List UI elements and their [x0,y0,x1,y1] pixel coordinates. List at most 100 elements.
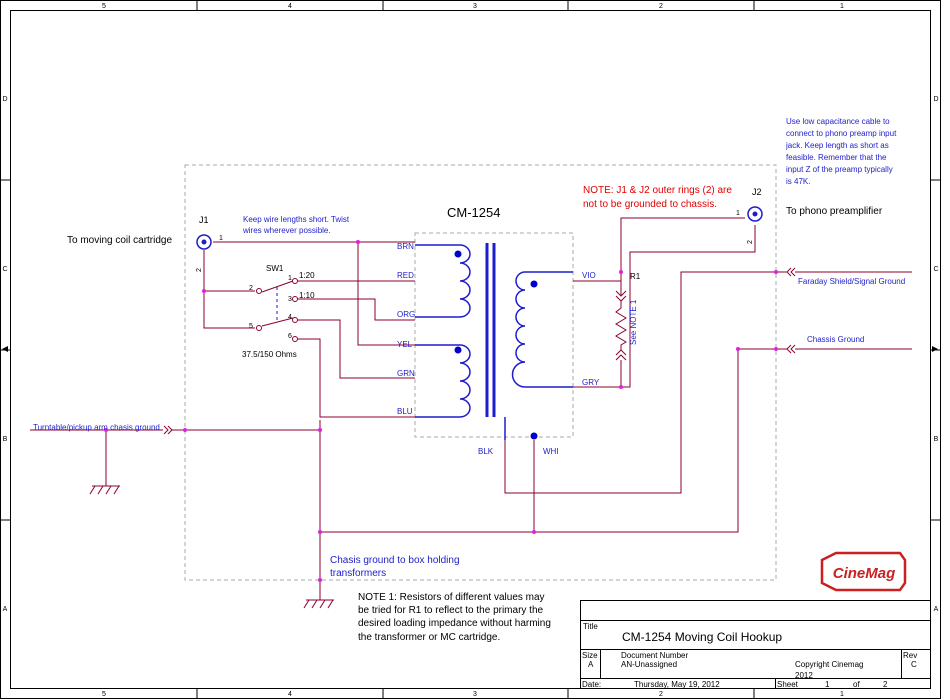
label-j1-pin1: 1 [219,235,223,242]
tb-size-label: Size [582,651,598,660]
junction [736,347,740,351]
tb-sheet: 1 [825,680,830,689]
title-block [580,600,931,689]
label-to-cartridge: To moving coil cartridge [67,235,172,246]
note-red-line-1: NOTE: J1 & J2 outer rings (2) are [583,185,732,196]
frame-row-a-right: A [934,606,939,613]
wire-yel: YEL [397,340,413,349]
tb-size: A [588,660,594,669]
cinemag-logo: CineMag [820,551,907,592]
label-see-note: See NOTE 1 [629,299,638,345]
wire-org: ORG [397,310,415,319]
junction [619,270,623,274]
frame-col-5-bottom: 5 [102,691,106,698]
note-cable-line-6: is 47K. [786,177,810,186]
wire-vio: VIO [582,271,596,280]
label-j2: J2 [752,187,762,197]
frame-col-4: 4 [288,3,292,10]
label-chasis-box-1: Chasis ground to box holding [330,555,460,566]
phase-dot-secondary [530,280,538,288]
label-sw1: SW1 [266,264,284,273]
junction [619,385,623,389]
phase-dot-primary-1 [454,250,462,258]
sw-pin-1: 1 [288,275,292,282]
sw-pin-3: 3 [288,296,292,303]
note-red-line-2: not to be grounded to chassis. [583,199,717,210]
label-j1: J1 [199,215,209,225]
note-cable-line-5: input Z of the preamp typically [786,165,893,174]
note-keep-line-1: Keep wire lengths short. Twist [243,215,350,224]
tb-date: Thursday, May 19, 2012 [634,680,720,689]
frame-col-5: 5 [102,3,106,10]
frame-col-4-bottom: 4 [288,691,292,698]
label-ratio-10: 1:10 [299,291,315,300]
wire-grn: GRN [397,369,415,378]
tb-sheet-label: Sheet [777,680,799,689]
label-j1-pin2: 2 [196,268,203,272]
junction [318,530,322,534]
note1-line-3: desired loading impedance without harmin… [358,618,551,629]
frame-row-c: C [2,266,7,273]
frame-row-d-right: D [933,96,938,103]
sw-pin-6: 6 [288,333,292,340]
sw-pin-5: 5 [249,323,253,330]
label-faraday: Faraday Shield/Signal Ground [798,277,905,286]
frame-col-2: 2 [659,3,663,10]
tb-copyright-2: 2012 [795,671,813,680]
frame-row-a: A [3,606,8,613]
tb-title: CM-1254 Moving Coil Hookup [622,630,782,644]
wire-whi: WHI [543,447,559,456]
transformer-outline [414,232,574,438]
tb-docnum-label: Document Number [621,651,688,660]
tb-date-label: Date: [582,680,601,689]
tb-of-label: of [853,680,860,689]
tb-docnum: AN-Unassigned [621,660,677,669]
wire-blu: BLU [397,407,413,416]
label-j2-pin2: 2 [747,240,754,244]
wire-blk: BLK [478,447,494,456]
offpage-flags [163,267,796,435]
box-outline [184,164,777,581]
ground-symbol-turntable [89,485,120,495]
label-chasis-box-2: transformers [330,568,386,579]
phase-dot-whi [530,432,538,440]
wire-red: RED [397,271,414,280]
wiring [30,217,912,600]
frame-col-3: 3 [473,3,477,10]
junction [774,270,778,274]
sw-pin-4: 4 [288,314,292,321]
junction [774,347,778,351]
sw-pin-2: 2 [249,285,253,292]
note1-line-1: NOTE 1: Resistors of different values ma… [358,592,545,603]
frame-row-c-right: C [933,266,938,273]
frame-row-d: D [2,96,7,103]
tb-rev: C [911,660,917,669]
label-r1: R1 [630,272,641,281]
junction [318,578,322,582]
frame-col-1-bottom: 1 [840,691,844,698]
label-ohms: 37.5/150 Ohms [242,350,297,359]
junction [532,530,536,534]
transformer-cm1254 [415,243,573,440]
note-cable-line-2: connect to phono preamp input [786,129,897,138]
note-keep-line-2: wires wherever possible. [242,226,331,235]
junction [104,428,108,432]
junction [183,428,187,432]
jack-j1 [196,234,212,250]
note-cable-line-4: feasible. Remember that the [786,153,887,162]
junction [356,240,360,244]
note-cable-line-3: jack. Keep length as short as [785,141,889,150]
ground-symbol-chassis [303,599,334,609]
frame-row-b: B [3,436,8,443]
switch-sw1 [256,278,298,342]
diagram-title: CM-1254 [447,205,500,220]
logo-text: CineMag [833,565,896,582]
tb-title-label: Title [583,622,598,631]
label-chassis-ground: Chassis Ground [807,335,864,344]
note1-line-2: be tried for R1 to reflect to the primar… [358,605,544,616]
resistor-r1 [615,290,627,361]
frame-row-b-right: B [934,436,939,443]
junction [318,428,322,432]
phase-dot-primary-2 [454,346,462,354]
